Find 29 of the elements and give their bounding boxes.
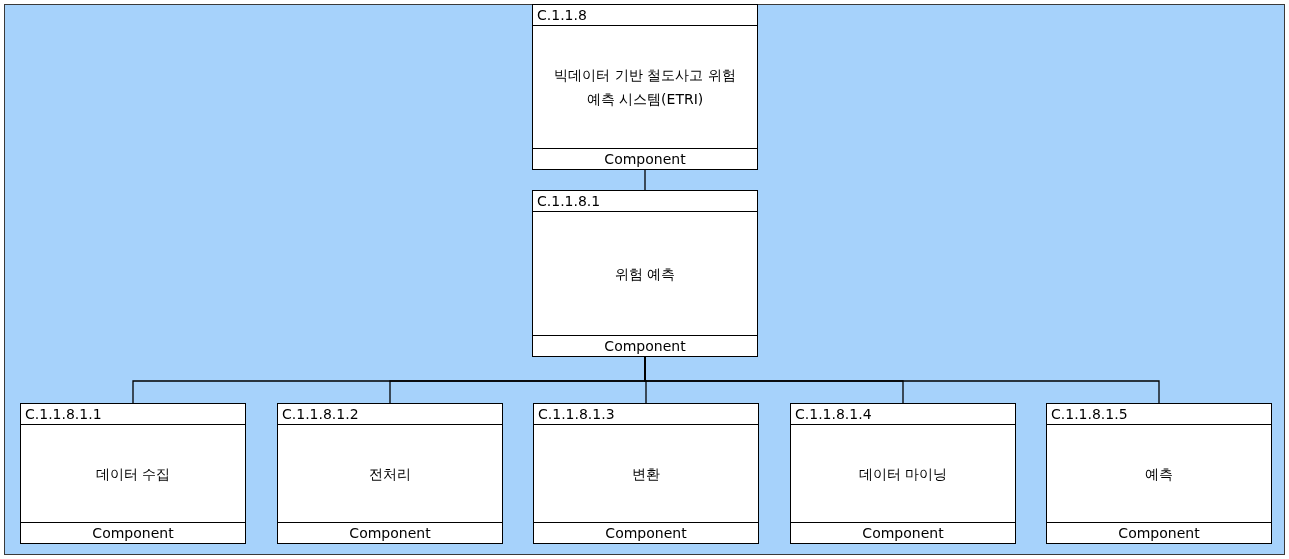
node-title: 데이터 마이닝 [858, 464, 948, 484]
id-label: C.1.1.8.1.4 [795, 406, 872, 422]
type-label: Component [92, 525, 174, 541]
component-box [532, 4, 758, 170]
type-label: Component [604, 338, 686, 354]
node-title: 데이터 수집 [95, 464, 171, 484]
component-box [533, 403, 759, 544]
id-label: C.1.1.8.1 [537, 193, 601, 209]
node-title: 위험 예측 [614, 264, 676, 284]
type-label: Component [1118, 525, 1200, 541]
id-label: C.1.1.8 [537, 7, 587, 23]
node-title: 전처리 [369, 464, 411, 484]
node-title: 변환 [632, 464, 660, 484]
component-box [532, 190, 758, 357]
node-title: 빅데이터 기반 철도사고 위험예측 시스템(ETRI) [553, 66, 737, 109]
component-box [20, 403, 246, 544]
id-label: C.1.1.8.1.5 [1051, 406, 1128, 422]
id-label: C.1.1.8.1.2 [282, 406, 359, 422]
node-title: 예측 [1145, 464, 1173, 484]
connector-line [644, 169, 646, 191]
id-label: C.1.1.8.1.1 [25, 406, 102, 422]
component-box [1046, 403, 1272, 544]
component-box [790, 403, 1016, 544]
type-label: Component [862, 525, 944, 541]
component-box [277, 403, 503, 544]
type-label: Component [349, 525, 431, 541]
type-label: Component [604, 151, 686, 167]
type-label: Component [605, 525, 687, 541]
id-label: C.1.1.8.1.3 [538, 406, 615, 422]
